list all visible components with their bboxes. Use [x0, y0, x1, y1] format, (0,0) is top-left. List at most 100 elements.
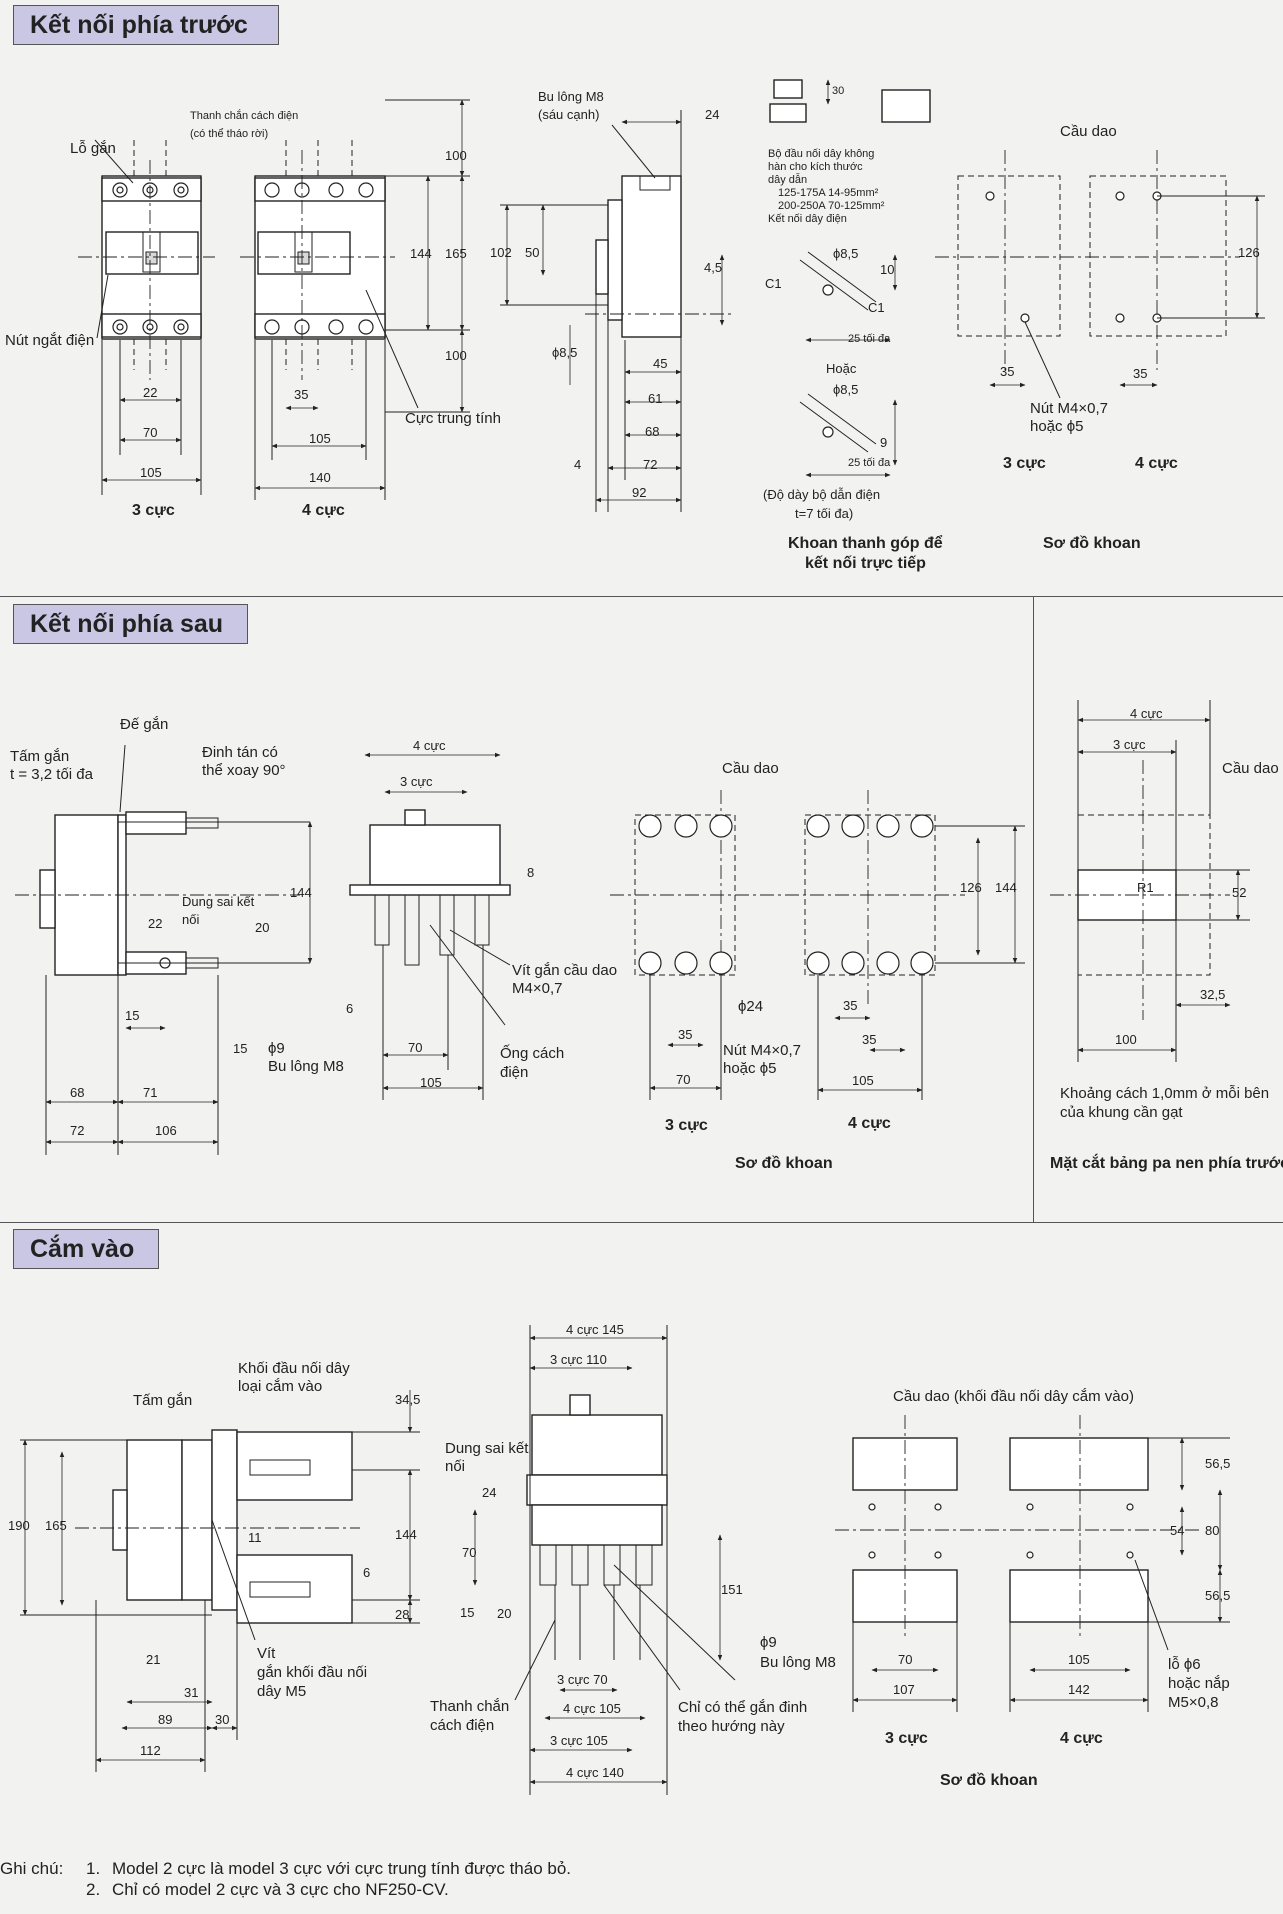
dim-72: 72: [643, 457, 658, 472]
label-trip-button: Nút ngắt điện: [5, 332, 95, 349]
dim-panel-r1: R1: [1137, 880, 1154, 895]
dim-plugin-56-5-b: 56,5: [1205, 1588, 1231, 1603]
dim-plugin-15: 15: [460, 1605, 475, 1620]
caption-drill-3pole: 3 cực: [1003, 455, 1046, 472]
label-breaker-rear: Cầu dao: [722, 760, 779, 777]
label-max-25-b: 25 tối đa: [848, 457, 891, 469]
label-plugin-barrier-2: cách điện: [430, 1717, 495, 1734]
dim-phi-8-5-c: ϕ8,5: [833, 382, 859, 397]
label-plugin-only-1: Chỉ có thể gắn đinh: [678, 1699, 808, 1716]
dim-105b: 105: [309, 431, 331, 446]
section-title-rear: Kết nối phía sau: [13, 604, 248, 644]
label-bolt-m8: Bu lông M8: [538, 89, 604, 104]
note-number: 2.: [86, 1880, 101, 1899]
label-mounting-hole: Lỗ gắn: [70, 140, 116, 157]
plugin-top-view: [472, 1325, 736, 1795]
label-rear-phi9: ϕ9: [268, 1040, 285, 1057]
dim-30: 30: [832, 85, 845, 97]
dim-35-d: 35: [1133, 366, 1148, 381]
note-number: 1.: [86, 1859, 101, 1878]
label-plugin-tol-2: nối: [445, 1458, 466, 1475]
dim-plugin-165: 165: [45, 1518, 67, 1533]
label-busbar-thick-2: t=7 tối đa): [795, 506, 854, 521]
dim-102: 102: [490, 245, 512, 260]
caption-busbar-2: kết nối trực tiếp: [805, 555, 926, 572]
rear-drill-pattern: [610, 790, 1025, 1100]
section-title-plugin: Cắm vào: [13, 1229, 159, 1269]
label-stud-1: Đinh tán có: [202, 744, 278, 761]
caption-plugin-4pole: 4 cực: [1060, 1730, 1103, 1747]
label-rear-knob-1: Nút M4×0,7: [723, 1042, 801, 1059]
dim-rear-3pole: 3 cực: [400, 774, 433, 789]
plugin-drill-pattern: [835, 1415, 1230, 1712]
label-base: Đế gắn: [120, 716, 169, 733]
caption-busbar-1: Khoan thanh góp để: [788, 535, 943, 552]
dim-35-c: 35: [1000, 364, 1015, 379]
dim-100a: 100: [445, 148, 467, 163]
caption-front-4pole: 4 cực: [302, 502, 345, 519]
dim-70: 70: [143, 425, 158, 440]
dim-plugin-34-5: 34,5: [395, 1392, 421, 1407]
dim-144: 144: [410, 246, 432, 261]
dim-rear-126: 126: [960, 880, 982, 895]
front-drill-pattern: [935, 150, 1265, 399]
rear-side-view: [15, 744, 313, 1155]
dim-rear-105: 105: [420, 1075, 442, 1090]
dim-rear-105-b: 105: [852, 1073, 874, 1088]
dim-68: 68: [645, 424, 660, 439]
dim-100b: 100: [445, 348, 467, 363]
dim-4-5: 4,5: [704, 260, 723, 275]
label-max-25-a: 25 tối đa: [848, 333, 891, 345]
dim-rear-106: 106: [155, 1123, 177, 1138]
label-screw-2: M4×0,7: [512, 980, 563, 997]
dim-plugin-24: 24: [482, 1485, 497, 1500]
label-rear-bolt: Bu lông M8: [268, 1058, 344, 1075]
label-neutral-pole: Cực trung tính: [405, 410, 501, 427]
dim-plugin-56-5-a: 56,5: [1205, 1456, 1231, 1471]
dim-rear-15: 15: [125, 1008, 140, 1023]
dim-rear-8: 8: [527, 865, 535, 880]
dim-126: 126: [1238, 245, 1260, 260]
dim-50: 50: [525, 245, 540, 260]
dim-61: 61: [648, 391, 663, 406]
dim-plugin-112: 112: [140, 1743, 161, 1758]
dim-rear-68: 68: [70, 1085, 85, 1100]
label-plugin-bolt: Bu lông M8: [760, 1654, 836, 1671]
divider-front-rear: [0, 596, 1283, 597]
dim-22: 22: [143, 385, 158, 400]
dim-plugin-31: 31: [184, 1685, 199, 1700]
dim-plugin-21: 21: [146, 1652, 161, 1667]
dim-105: 105: [140, 465, 162, 480]
front-3pole-view: [78, 139, 215, 495]
front-side-view: [500, 110, 735, 512]
label-knob-2: hoặc ϕ5: [1030, 418, 1084, 435]
dim-plugin-107: 107: [893, 1682, 915, 1697]
caption-plugin-drill: Sơ đồ khoan: [940, 1772, 1038, 1789]
label-panel-3pole: 3 cực: [1113, 737, 1146, 752]
front-4pole-view: [240, 99, 470, 500]
note-row-1: Ghi chú:1.Model 2 cực là model 3 cực với…: [0, 1858, 571, 1879]
caption-rear-drill: Sơ đồ khoan: [735, 1155, 833, 1172]
dim-rear-35-c: 35: [862, 1032, 877, 1047]
label-plate-1: Tấm gắn: [10, 748, 70, 765]
dim-plugin-28: 28: [395, 1607, 410, 1622]
label-plugin-plate: Tấm gắn: [133, 1392, 193, 1409]
dim-plugin-54: 54: [1170, 1523, 1185, 1538]
dim-24: 24: [705, 107, 720, 122]
label-solderless-3: dây dẫn: [768, 174, 808, 186]
label-plugin-hole-1: lỗ ϕ6: [1168, 1656, 1201, 1673]
dim-plugin-70: 70: [462, 1545, 477, 1560]
label-plugin-barrier-1: Thanh chắn: [430, 1698, 510, 1715]
label-plugin-screw-2: gắn khối đầu nối: [257, 1664, 368, 1681]
dim-140: 140: [309, 470, 331, 485]
dim-panel-32-5: 32,5: [1200, 987, 1226, 1002]
dim-panel-100: 100: [1115, 1032, 1137, 1047]
dim-10: 10: [880, 262, 895, 277]
label-solderless-5: 200-250A 70-125mm²: [778, 200, 885, 212]
dim-rear-6: 6: [346, 1001, 354, 1016]
dim-rear-144-b: 144: [995, 880, 1017, 895]
dim-rear-22: 22: [148, 916, 163, 931]
divider-rear-panel: [1033, 596, 1034, 1222]
divider-rear-plugin: [0, 1222, 1283, 1223]
dim-rear-72: 72: [70, 1123, 85, 1138]
